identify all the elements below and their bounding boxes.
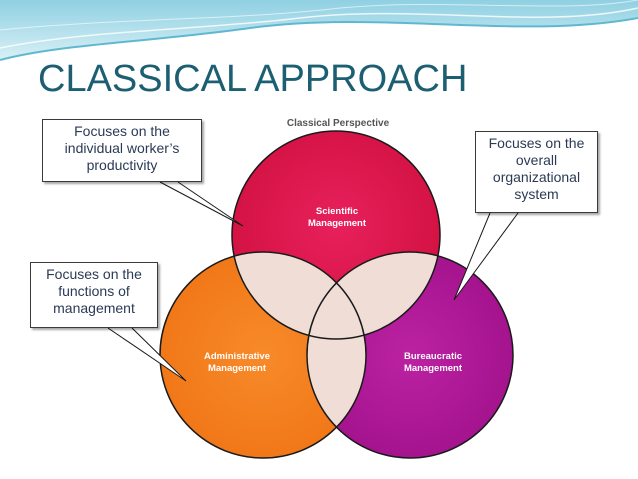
callout-pointer-top-right xyxy=(453,212,519,301)
callout-organizational-system: Focuses on the overall organizational sy… xyxy=(475,131,598,213)
callout-pointer-middle-left xyxy=(107,327,187,382)
header-wave-decoration xyxy=(0,0,638,61)
callout-text-line: Focuses on the xyxy=(488,135,585,151)
callout-text-line: functions of xyxy=(58,283,130,299)
callout-text-line: individual worker’s xyxy=(64,140,180,156)
callout-text-line: Focuses on the xyxy=(46,266,142,282)
diagram-header: Classical Perspective xyxy=(287,118,390,129)
callout-pointer-top-left xyxy=(159,181,244,227)
callout-text-line: organizational xyxy=(492,169,581,185)
callout-individual-worker: Focuses on the individual worker’s produ… xyxy=(42,119,202,182)
overlap-scientific-administrative xyxy=(232,252,366,339)
callout-text-line: Focuses on the xyxy=(74,123,170,139)
callout-text-line: system xyxy=(514,186,559,202)
administrative-label-line1: Administrative xyxy=(204,351,270,362)
bureaucratic-label-line1: Bureaucratic xyxy=(404,351,462,362)
callout-text-line: productivity xyxy=(86,157,158,173)
callout-text-line: management xyxy=(53,300,135,316)
callout-text-line: overall xyxy=(515,152,558,168)
scientific-label-line2: Management xyxy=(308,218,367,229)
callout-functions-of-management: Focuses on the functions of management xyxy=(30,262,158,328)
bureaucratic-label-line2: Management xyxy=(404,363,463,374)
slide-title: CLASSICAL APPROACH xyxy=(38,58,468,100)
scientific-label-line1: Scientific xyxy=(316,206,358,217)
overlap-scientific-bureaucratic xyxy=(307,252,440,339)
administrative-label-line2: Management xyxy=(208,363,267,374)
